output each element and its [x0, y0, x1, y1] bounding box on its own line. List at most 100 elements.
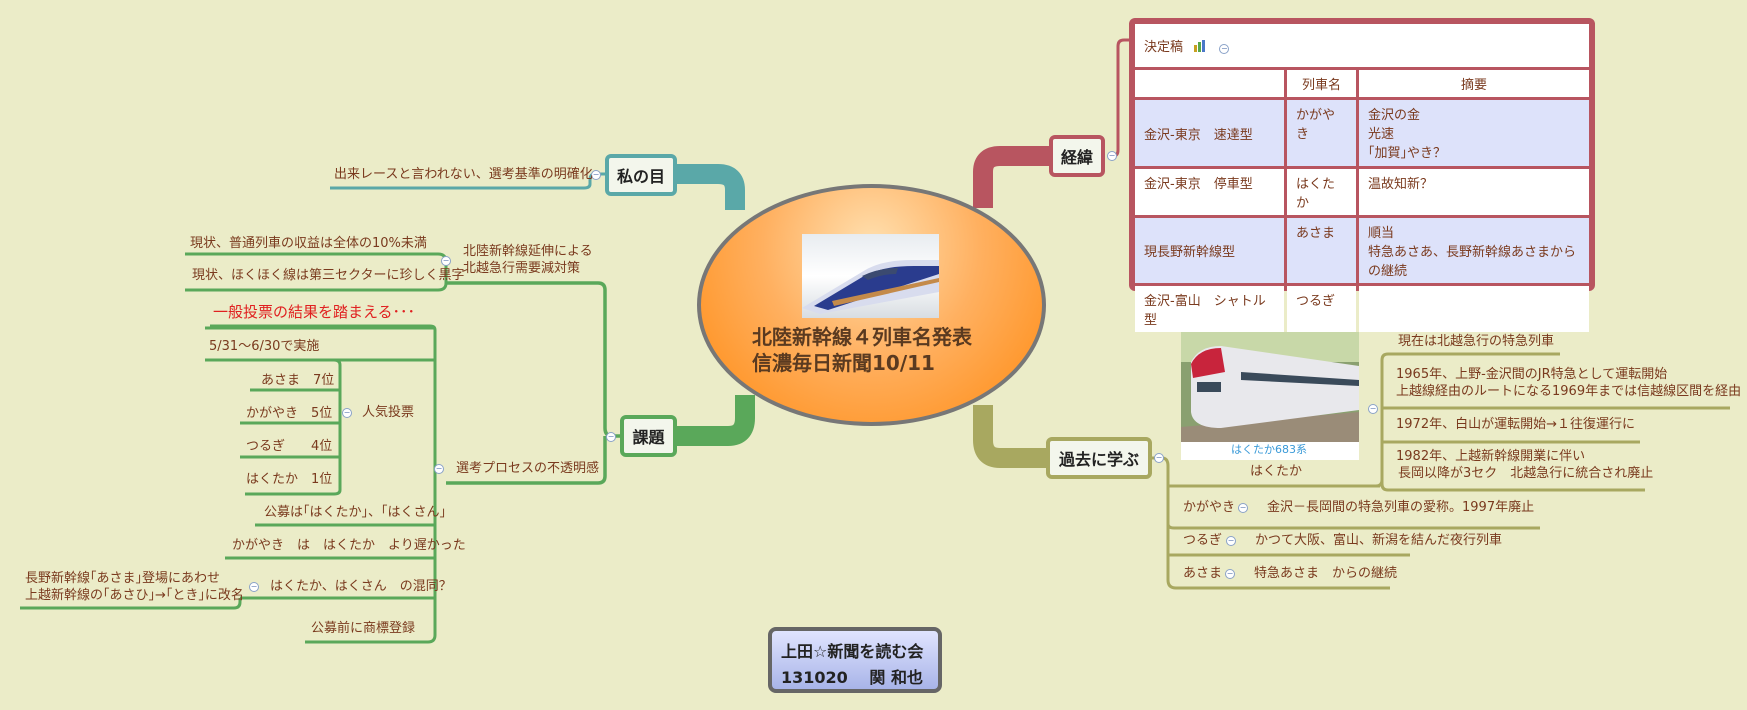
row-type: 金沢-東京 停車型 — [1135, 169, 1284, 215]
kadai-sub1-label-line1: 北陸新幹線延伸による — [463, 244, 593, 259]
collapse-icon[interactable]: − — [1238, 503, 1248, 513]
kako-other-desc: 特急あさま からの継続 — [1254, 566, 1398, 581]
confusion-note-line1: 長野新幹線｢あさま｣登場にあわせ — [25, 571, 221, 586]
photo-caption: はくたか683系 — [1231, 443, 1307, 456]
collapse-icon[interactable]: − — [591, 170, 601, 180]
connector-keii-table — [1108, 38, 1130, 158]
row-note-line: 金沢の金 — [1368, 108, 1421, 123]
kadai-sub2-label: 選考プロセスの不透明感 — [456, 461, 600, 476]
kako-other-name: あさま — [1183, 566, 1223, 581]
collapse-icon[interactable]: − — [434, 464, 444, 474]
row-name: かがやき — [1287, 100, 1356, 166]
table-row: 金沢-東京 停車型 はくたか 温故知新？ — [1135, 169, 1589, 215]
kako-other-name: つるぎ — [1183, 533, 1223, 548]
topic-kadai-label: 課題 — [632, 428, 665, 447]
collapse-icon[interactable]: − — [1107, 151, 1117, 161]
hakutaka-photo: はくたか683系 — [1181, 332, 1359, 460]
table-header: 摘要 — [1359, 70, 1589, 97]
connector-confusion-note — [20, 598, 242, 610]
topic-keii-label: 経緯 — [1060, 148, 1093, 167]
row-note — [1359, 286, 1589, 332]
row-note-line: 温故知新？ — [1368, 177, 1434, 192]
kako-other-desc: 金沢－長岡間の特急列車の愛称。1997年廃止 — [1267, 500, 1535, 515]
hakutaka-item: 1982年、上越新幹線開業に伴い — [1396, 449, 1586, 464]
table-row: 金沢-富山 シャトル型 つるぎ — [1135, 286, 1589, 332]
connector-kako — [973, 405, 1050, 468]
decision-table: 決定稿 − 列車名 摘要 金沢-東京 速達型 かがやき 金沢の金 光速 ｢加賀｣… — [1129, 18, 1595, 332]
kadai-period: 5/31～6/30で実施 — [209, 339, 320, 354]
author-line1: 上田☆新聞を読む会 — [781, 642, 924, 661]
hakutaka-label: はくたか — [1250, 464, 1303, 479]
chart-icon — [1193, 40, 1207, 52]
vote-item: あさま 7位 — [261, 373, 335, 388]
central-title-line1: 北陸新幹線４列車名発表 — [752, 325, 972, 349]
topic-keii[interactable]: 経緯 — [1049, 135, 1105, 177]
kadai-public: 公募は｢はくたか｣、｢はくさん｣ — [264, 505, 447, 520]
row-name: はくたか — [1287, 169, 1356, 215]
topic-watashi[interactable]: 私の目 — [605, 154, 677, 196]
row-note: 順当 特急あさあ、長野新幹線あさまからの継続 — [1359, 218, 1589, 283]
vote-item: はくたか 1位 — [246, 472, 333, 487]
row-note-line: 光速 — [1368, 127, 1395, 142]
author-box[interactable]: 上田☆新聞を読む会 131020 関 和也 — [768, 627, 942, 693]
connector-hakutaka-items — [1372, 352, 1730, 492]
kadai-sub1-item: 現状、普通列車の収益は全体の10%未満 — [190, 236, 427, 251]
hakutaka-item: 1972年、白山が運転開始→１往復運行に — [1396, 417, 1635, 432]
table-row: 現長野新幹線型 あさま 順当 特急あさあ、長野新幹線あさまからの継続 — [1135, 218, 1589, 283]
hakutaka-item: 1965年、上野-金沢間のJR特急として運転開始 — [1396, 367, 1668, 382]
kako-other-name: かがやき — [1183, 500, 1236, 515]
topic-watashi-label: 私の目 — [616, 167, 665, 186]
row-name: つるぎ — [1287, 286, 1356, 332]
table-title-cell: 決定稿 − — [1135, 24, 1589, 67]
kadai-sub1-label-line2: 北越急行需要減対策 — [463, 261, 581, 276]
hakutaka-item: 長岡以降が3セク 北越急行に統合され廃止 — [1398, 466, 1654, 481]
kadai-kagayaki-late: かがやき は はくたか より遅かった — [232, 538, 466, 553]
collapse-icon[interactable]: − — [249, 582, 259, 592]
topic-kako-label: 過去に学ぶ — [1058, 450, 1139, 469]
collapse-icon[interactable]: − — [606, 432, 616, 442]
confusion-note-line2: 上越新幹線の｢あさひ｣→｢とき｣に改名 — [25, 588, 244, 603]
collapse-icon[interactable]: − — [1226, 536, 1236, 546]
table-row: 金沢-東京 速達型 かがやき 金沢の金 光速 ｢加賀｣やき？ — [1135, 100, 1589, 166]
table-title: 決定稿 — [1144, 40, 1184, 55]
kadai-trademark: 公募前に商標登録 — [311, 621, 416, 636]
row-type: 金沢-富山 シャトル型 — [1135, 286, 1284, 332]
hakutaka-item: 現在は北越急行の特急列車 — [1398, 334, 1555, 349]
row-note-line: 特急あさあ、長野新幹線あさまからの継続 — [1368, 245, 1577, 279]
table-header: 列車名 — [1287, 70, 1356, 97]
collapse-icon[interactable]: − — [1154, 453, 1164, 463]
connector-kako-spine — [1150, 456, 1540, 590]
vote-label: 人気投票 — [362, 405, 415, 420]
row-type: 金沢-東京 速達型 — [1135, 100, 1284, 166]
row-note: 温故知新？ — [1359, 169, 1589, 215]
author-line2: 131020 関 和也 — [781, 668, 923, 687]
table-header — [1135, 70, 1284, 97]
kadai-sub1-item: 現状、ほくほく線は第三セクターに珍しく黒字 — [192, 268, 465, 283]
row-name: あさま — [1287, 218, 1356, 283]
kadai-highlight: 一般投票の結果を踏まえる･･･ — [213, 303, 416, 321]
hakutaka-item: 上越線経由のルートになる1969年までは信越線区間を経由 — [1396, 384, 1742, 399]
collapse-icon[interactable]: − — [441, 256, 451, 266]
kako-other-desc: かつて大阪、富山、新潟を結んだ夜行列車 — [1255, 533, 1503, 548]
connector-kadai-spine — [446, 281, 620, 438]
central-title-line2: 信濃毎日新聞10/11 — [752, 351, 935, 375]
collapse-icon[interactable]: − — [1225, 569, 1235, 579]
central-train-photo — [802, 234, 939, 318]
connector-keii — [973, 146, 1050, 208]
vote-item: かがやき 5位 — [246, 406, 333, 421]
connector-sub2-branches — [205, 358, 435, 600]
collapse-icon[interactable]: − — [1219, 44, 1230, 54]
row-type: 現長野新幹線型 — [1135, 218, 1284, 283]
row-note-line: 順当 — [1368, 226, 1395, 241]
topic-kako[interactable]: 過去に学ぶ — [1046, 437, 1152, 479]
vote-item: つるぎ 4位 — [246, 439, 333, 454]
connector-kadai — [675, 395, 755, 446]
topic-kadai[interactable]: 課題 — [620, 415, 677, 457]
collapse-icon[interactable]: − — [1368, 404, 1378, 414]
row-note: 金沢の金 光速 ｢加賀｣やき？ — [1359, 100, 1589, 166]
row-note-line: ｢加賀｣やき？ — [1368, 146, 1447, 161]
confusion-label: はくたか、はくさん の混同？ — [270, 579, 452, 594]
connector-kadai-spine2 — [446, 436, 607, 485]
connector-watashi — [675, 164, 745, 210]
collapse-icon[interactable]: − — [342, 408, 352, 418]
